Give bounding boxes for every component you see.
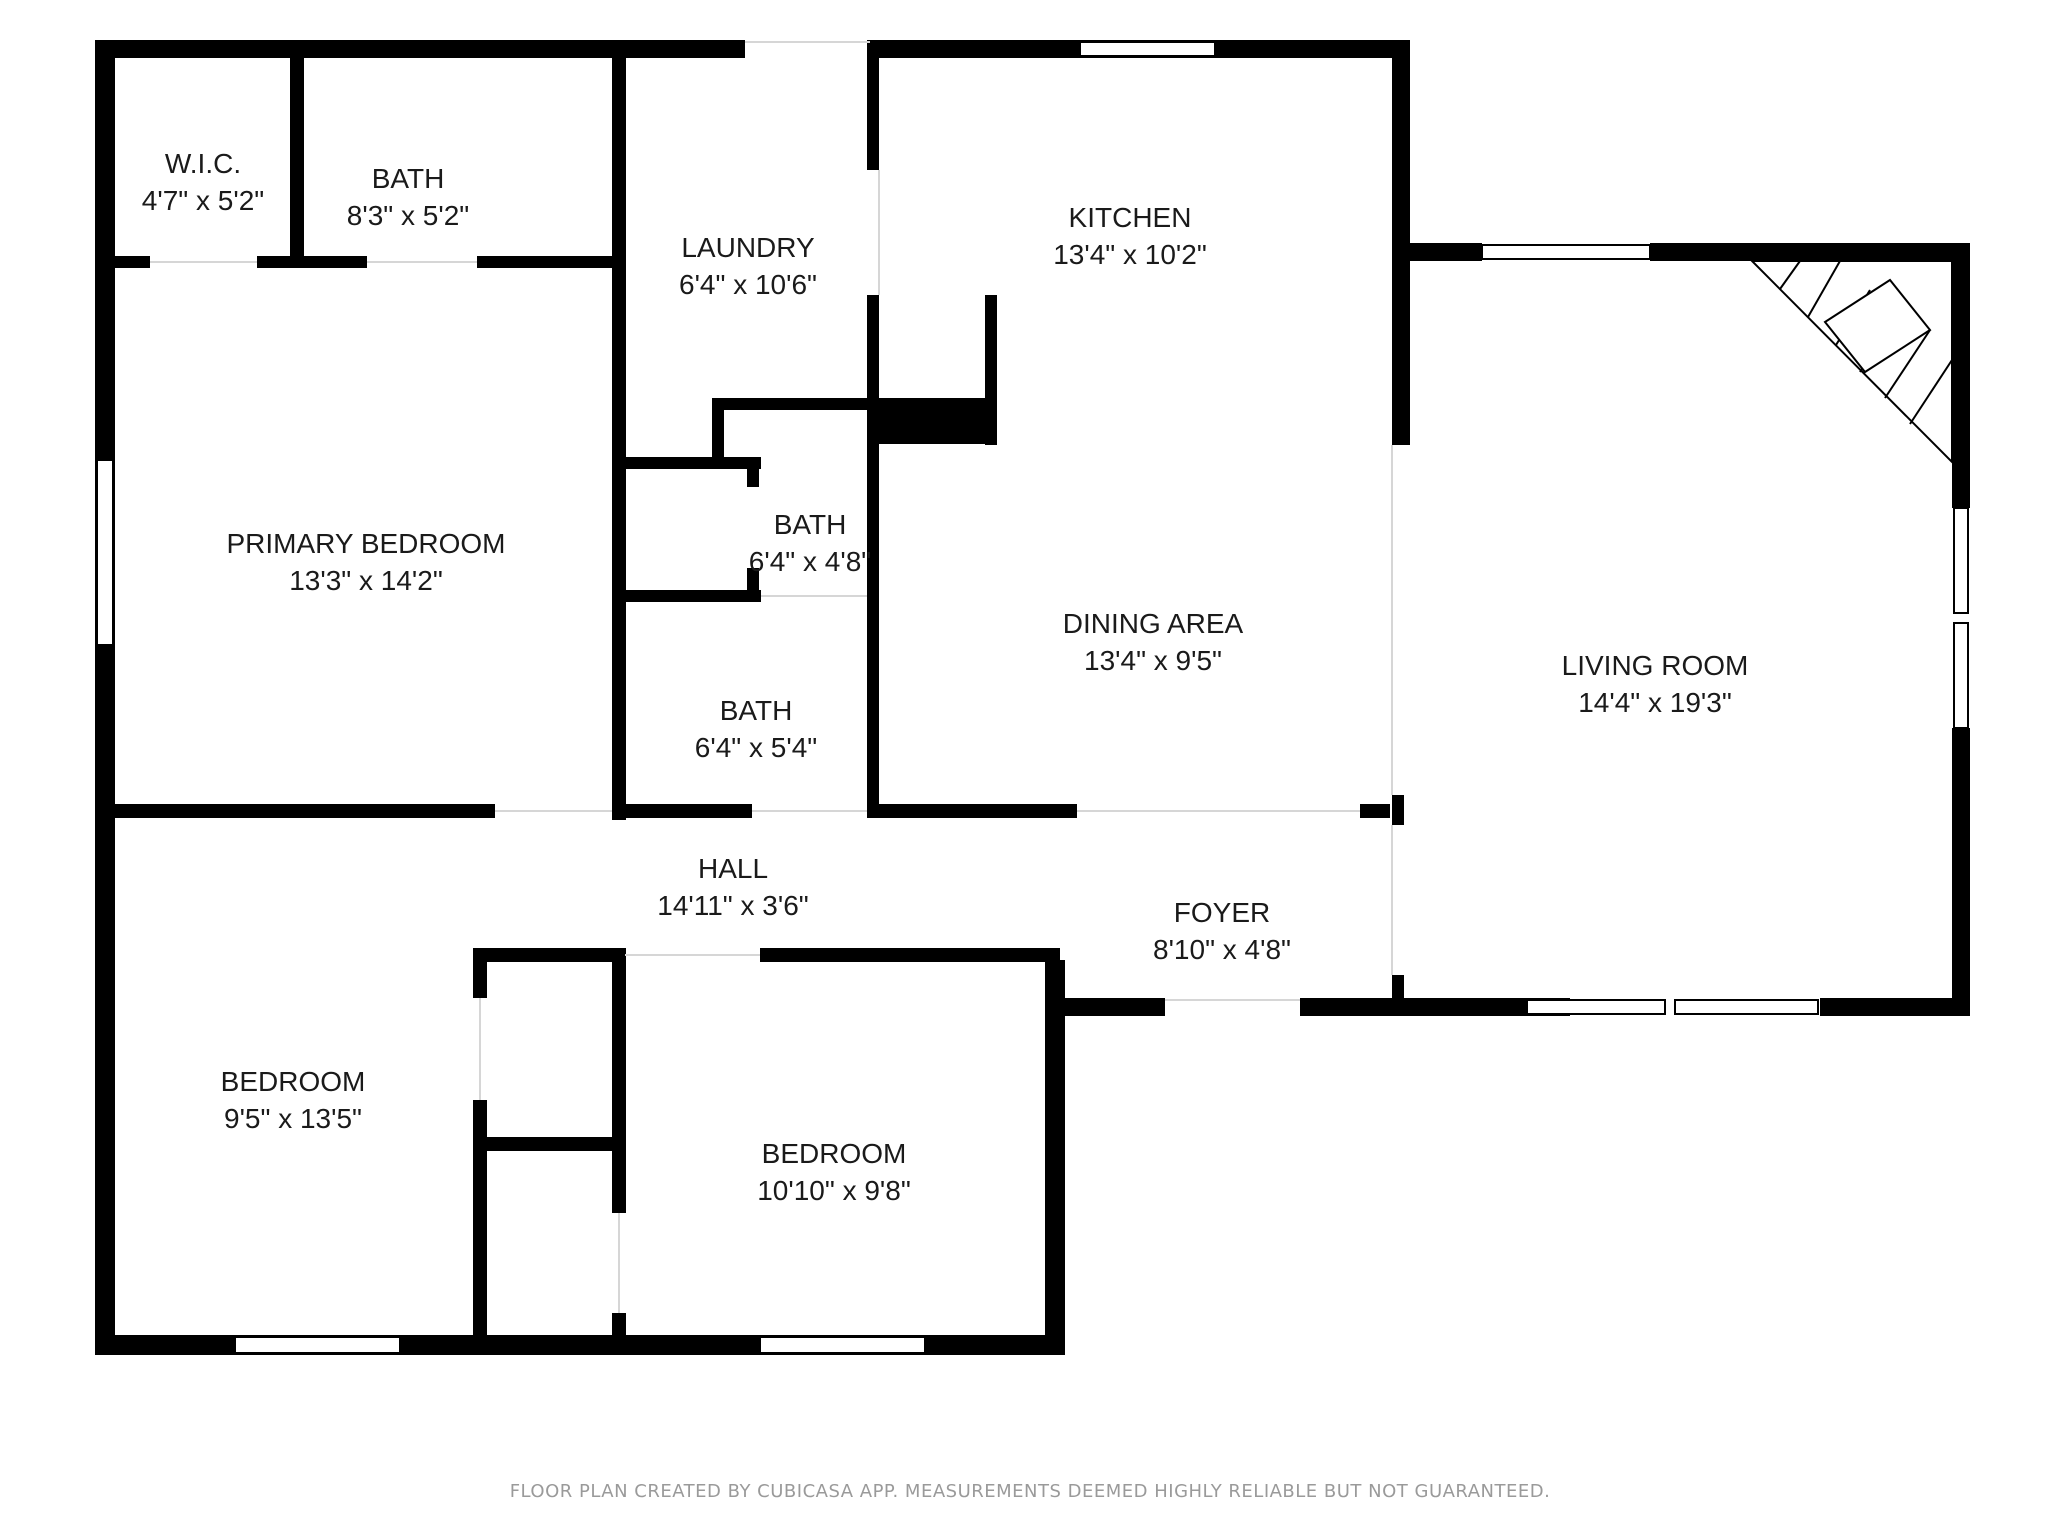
wall bbox=[1392, 243, 1482, 261]
wall bbox=[1392, 975, 1404, 1010]
window bbox=[234, 1336, 401, 1354]
wall bbox=[1952, 728, 1970, 1016]
wall bbox=[473, 1137, 623, 1151]
room-dim-wic: 4'7" x 5'2" bbox=[142, 185, 264, 216]
window bbox=[1079, 41, 1216, 57]
room-name-kitchen: KITCHEN bbox=[1069, 202, 1192, 233]
wall bbox=[985, 295, 997, 445]
wall bbox=[477, 256, 622, 268]
window bbox=[96, 459, 114, 646]
wall bbox=[1952, 243, 1970, 508]
wall bbox=[612, 948, 626, 1213]
room-name-bedroom-1: BEDROOM bbox=[221, 1066, 366, 1097]
wall bbox=[1650, 243, 1970, 261]
room-name-bath-primary: BATH bbox=[372, 163, 445, 194]
room-dim-laundry: 6'4" x 10'6" bbox=[679, 269, 817, 300]
room-dim-bath-hall: 6'4" x 5'4" bbox=[695, 732, 817, 763]
wall bbox=[95, 256, 150, 268]
windows bbox=[96, 41, 1969, 1354]
room-dim-dining-area: 13'4" x 9'5" bbox=[1084, 645, 1222, 676]
room-dim-bath-primary: 8'3" x 5'2" bbox=[347, 200, 469, 231]
door-openings bbox=[150, 41, 1393, 1313]
wall bbox=[95, 40, 115, 1355]
wall bbox=[867, 40, 879, 170]
wall bbox=[867, 398, 997, 444]
room-name-foyer: FOYER bbox=[1174, 897, 1270, 928]
wall bbox=[626, 590, 761, 602]
room-name-wic: W.I.C. bbox=[165, 148, 241, 179]
room-name-bath-half: BATH bbox=[774, 509, 847, 540]
window bbox=[1674, 999, 1819, 1015]
room-name-laundry: LAUNDRY bbox=[681, 232, 815, 263]
room-dim-primary-bedroom: 13'3" x 14'2" bbox=[289, 565, 443, 596]
window bbox=[1953, 507, 1969, 614]
wall bbox=[1045, 998, 1165, 1016]
footer-disclaimer: FLOOR PLAN CREATED BY CUBICASA APP. MEAS… bbox=[510, 1481, 1551, 1502]
wall bbox=[612, 804, 752, 818]
room-dim-hall: 14'11" x 3'6" bbox=[657, 890, 808, 921]
wall bbox=[1392, 40, 1410, 445]
wall bbox=[626, 457, 761, 469]
room-dim-foyer: 8'10" x 4'8" bbox=[1153, 934, 1291, 965]
room-dim-bedroom-2: 10'10" x 9'8" bbox=[757, 1175, 911, 1206]
room-name-primary-bedroom: PRIMARY BEDROOM bbox=[226, 528, 505, 559]
window bbox=[1953, 622, 1969, 729]
wall bbox=[760, 948, 1060, 962]
wall bbox=[290, 40, 304, 265]
stairs bbox=[1749, 260, 1953, 465]
wall bbox=[257, 256, 367, 268]
wall bbox=[473, 1100, 487, 1355]
room-labels: W.I.C. 4'7" x 5'2" BATH 8'3" x 5'2" LAUN… bbox=[142, 148, 1749, 1206]
wall bbox=[1392, 795, 1404, 825]
room-name-bath-hall: BATH bbox=[720, 695, 793, 726]
room-dim-kitchen: 13'4" x 10'2" bbox=[1053, 239, 1207, 270]
room-name-dining-area: DINING AREA bbox=[1063, 608, 1244, 639]
wall bbox=[475, 948, 625, 962]
room-name-bedroom-2: BEDROOM bbox=[762, 1138, 907, 1169]
wall bbox=[747, 457, 759, 487]
room-dim-bath-half: 6'4" x 4'8" bbox=[749, 546, 871, 577]
wall bbox=[95, 804, 495, 818]
wall bbox=[747, 568, 759, 602]
wall bbox=[612, 1313, 626, 1355]
wall bbox=[867, 804, 1077, 818]
wall bbox=[712, 398, 872, 410]
window bbox=[759, 1336, 926, 1354]
wall bbox=[95, 40, 745, 58]
wall bbox=[612, 40, 626, 820]
wall bbox=[473, 948, 487, 998]
room-name-hall: HALL bbox=[698, 853, 768, 884]
room-name-living-room: LIVING ROOM bbox=[1562, 650, 1749, 681]
room-dim-living-room: 14'4" x 19'3" bbox=[1578, 687, 1732, 718]
window bbox=[1481, 244, 1651, 260]
window bbox=[1526, 999, 1666, 1015]
wall bbox=[1360, 804, 1390, 818]
wall bbox=[1820, 998, 1970, 1016]
wall bbox=[712, 398, 724, 460]
room-dim-bedroom-1: 9'5" x 13'5" bbox=[224, 1103, 362, 1134]
wall bbox=[1045, 960, 1065, 1355]
wall bbox=[1300, 998, 1540, 1016]
